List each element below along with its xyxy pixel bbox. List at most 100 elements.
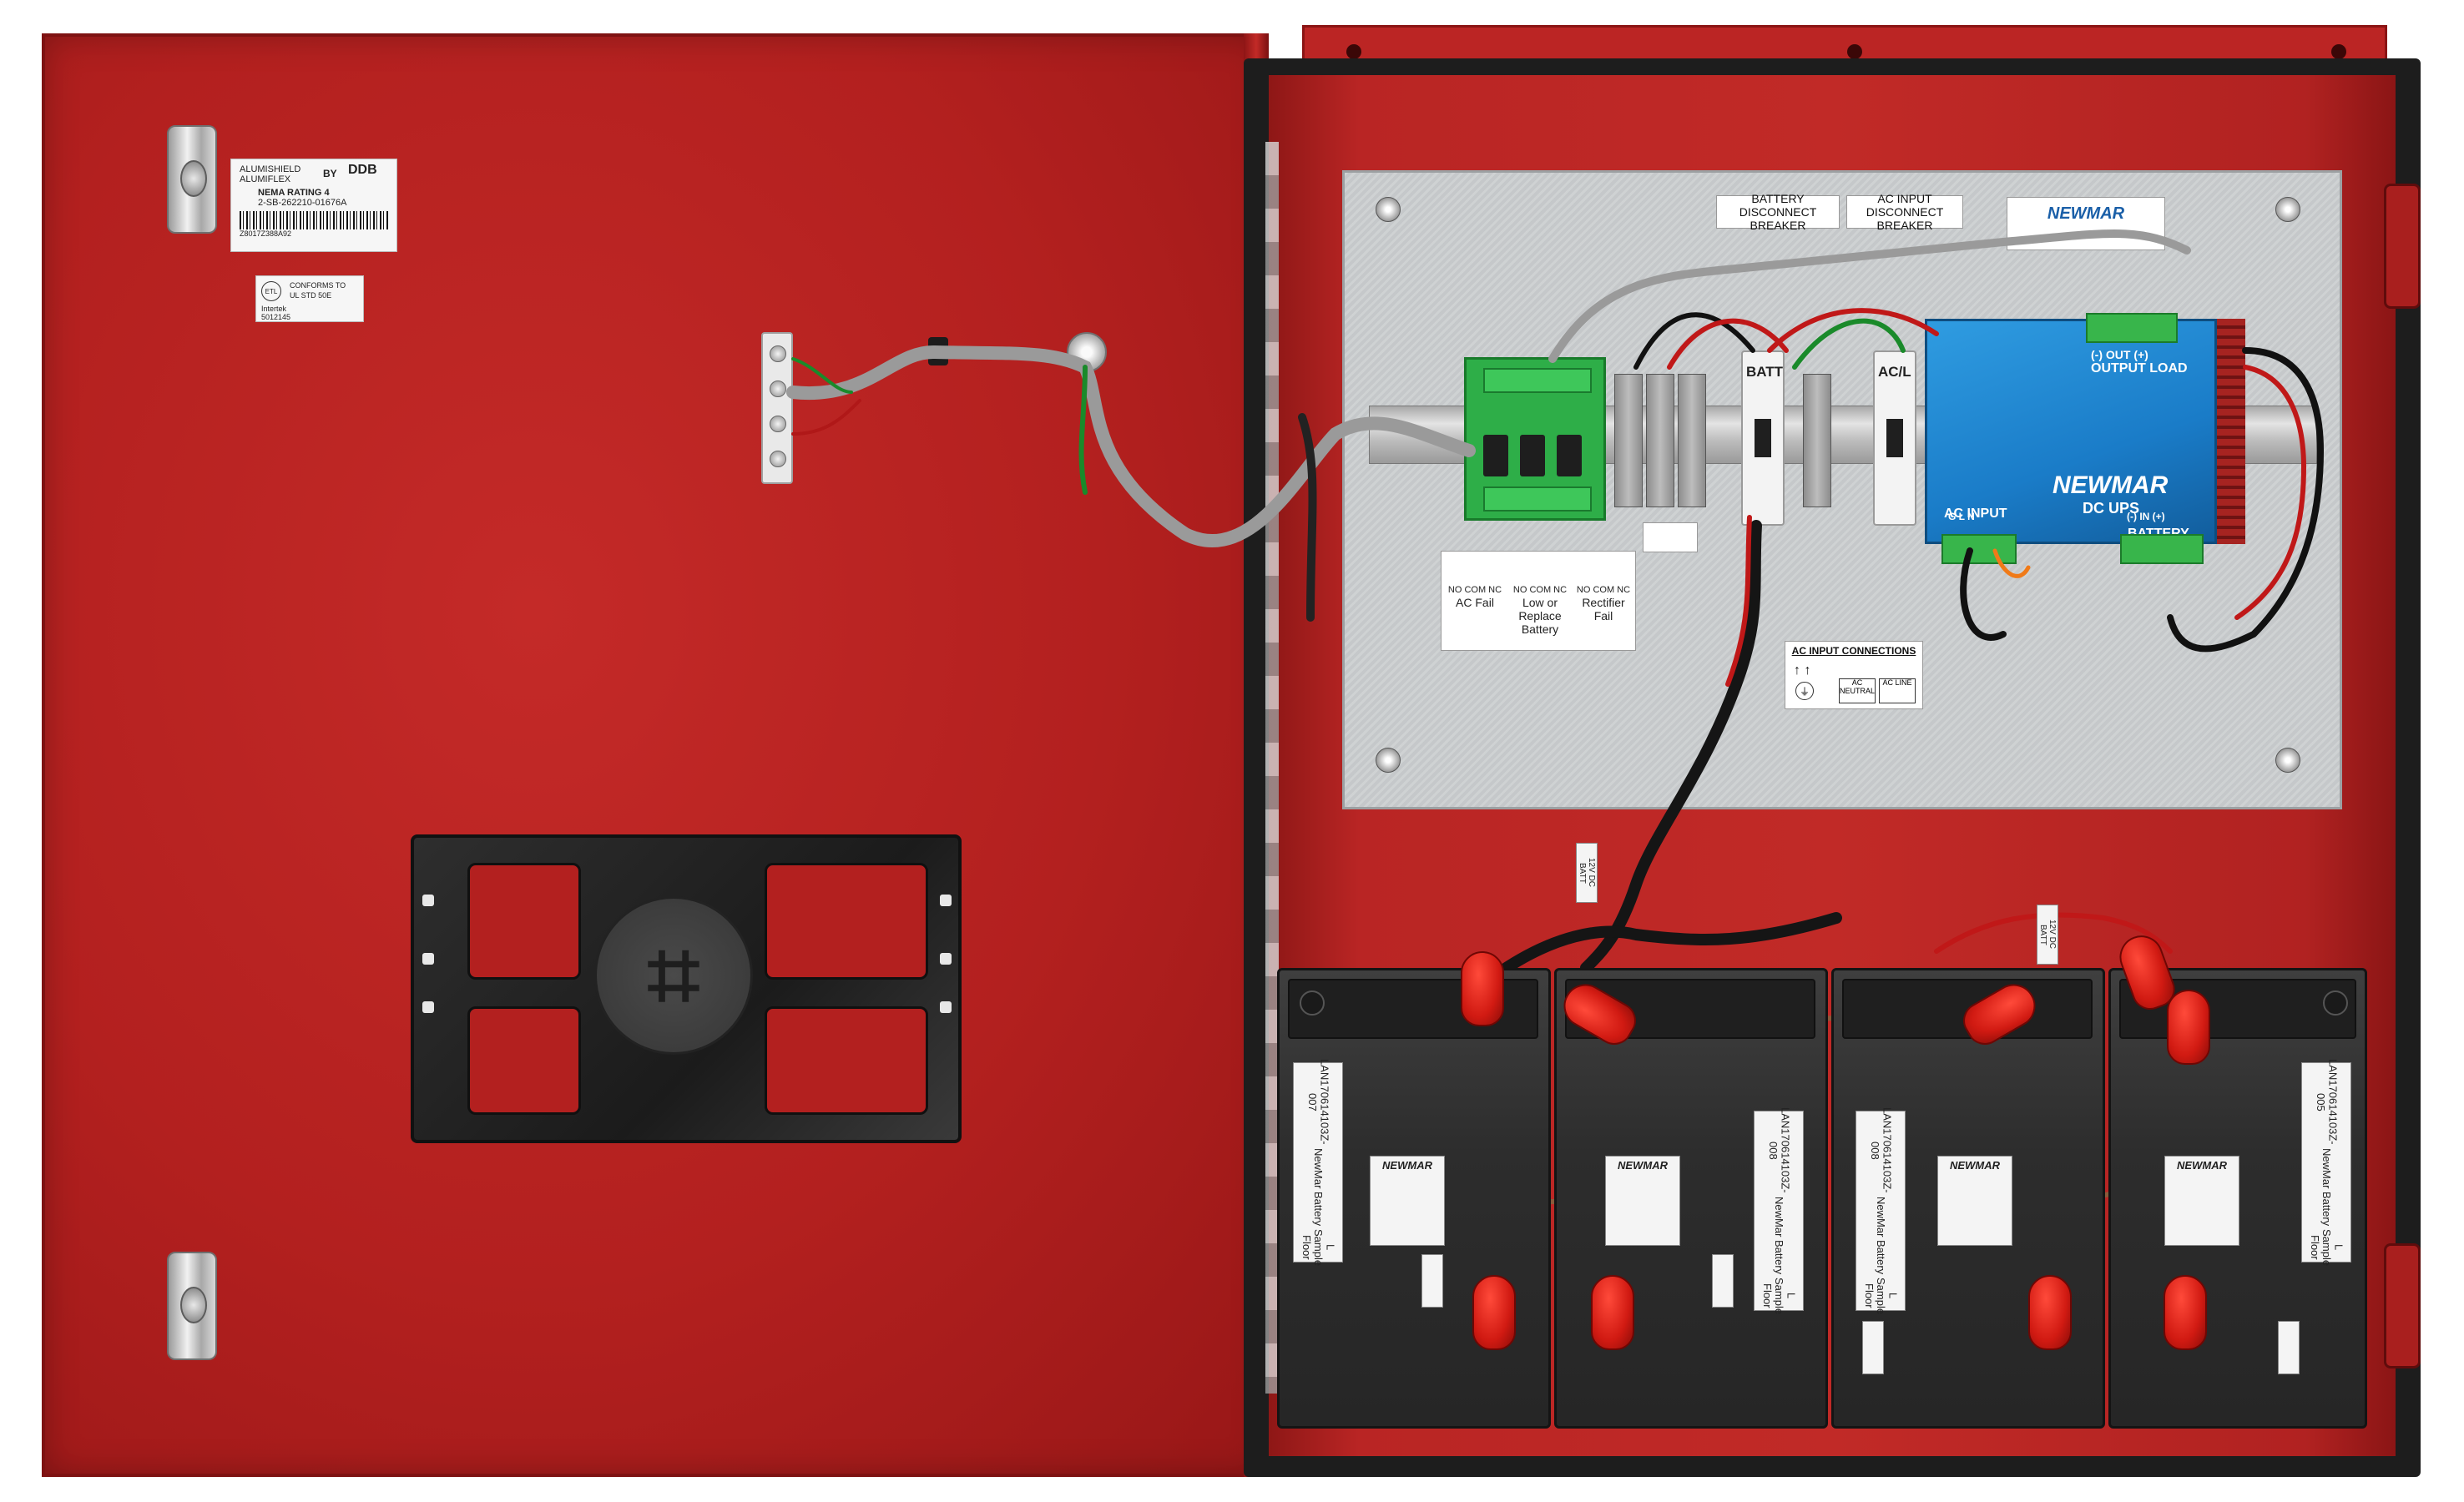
output-wire	[2167, 347, 2325, 653]
terminal-block	[1803, 374, 1831, 507]
terminal-screw-icon	[770, 381, 786, 397]
battery-asset-label: LAN170614103Z-008 NewMar Battery L Sampl…	[1754, 1107, 1804, 1314]
battery-brand-label: NEWMAR	[1605, 1156, 1680, 1246]
barcode-graphic	[240, 211, 388, 229]
battery-disconnect-label: BATTERY DISCONNECT BREAKER	[1716, 192, 1840, 232]
door-bottom-latch[interactable]	[167, 1252, 217, 1360]
dc-wire	[1633, 312, 1755, 370]
cable-tag: 12V DC BATT	[1576, 843, 1598, 903]
etl-mark-icon: ETL	[261, 281, 281, 301]
dc-wire	[1767, 308, 1939, 353]
ac-input-connector	[1941, 534, 2017, 564]
ac-input-label: AC INPUT	[1944, 507, 2007, 521]
bracket-opening	[467, 863, 581, 980]
ground-wire	[1792, 318, 1906, 370]
piano-hinge	[1265, 142, 1279, 1394]
battery-3: LAN170614103Z-008 NewMar Battery L Sampl…	[1831, 968, 2105, 1429]
enclosure-door[interactable]	[42, 33, 1269, 1477]
battery-2: LAN170614103Z-008 NewMar Battery L Sampl…	[1554, 968, 1828, 1429]
arrow-up-icon: ↑ ↑	[1794, 663, 1811, 678]
bracket-tab	[422, 953, 434, 965]
status-contacts: NO COM NC	[1447, 585, 1502, 595]
alarm-relay-board	[1464, 357, 1606, 521]
right-latch[interactable]	[2384, 1243, 2421, 1368]
battery-asset-id: LAN170614103Z-008	[1767, 1107, 1792, 1194]
breaker-lever-icon[interactable]	[1755, 419, 1771, 457]
battery-brand-label: NEWMAR	[1937, 1156, 2012, 1246]
relay-terminal-block	[1483, 368, 1592, 393]
bracket-opening	[467, 1006, 581, 1115]
battery-line2: Battery	[1875, 1239, 1888, 1274]
cable-tag: 12V DC BATT	[2037, 905, 2058, 965]
label-by: BY	[323, 168, 337, 179]
etl-line1: CONFORMS TO	[290, 281, 346, 290]
bracket-tab	[422, 1001, 434, 1013]
label-brand-line1: ALUMISHIELD	[240, 164, 301, 174]
ac-wire	[1960, 547, 2007, 641]
status-item: NO COM NC AC Fail	[1445, 585, 1505, 609]
mounting-hole	[1346, 44, 1361, 59]
stud-icon	[1376, 197, 1401, 222]
bracket-opening	[765, 863, 928, 980]
relay-icon	[1483, 435, 1508, 476]
wire-bundle	[1298, 413, 1317, 622]
terminal-block	[1646, 374, 1674, 507]
stud-icon	[2275, 748, 2300, 773]
relay-terminal-block	[1483, 486, 1592, 512]
battery-cable	[1580, 520, 1762, 974]
etl-line4: 5012145	[261, 313, 291, 321]
battery-line1: NewMar	[1875, 1196, 1888, 1237]
ac-input-disconnect-label: AC INPUT DISCONNECT BREAKER	[1846, 192, 1963, 232]
battery-line1: NewMar	[1773, 1196, 1786, 1237]
output-terminals-label: (-) OUT (+)	[2091, 348, 2148, 361]
ac-line-terminal: AC LINE	[1879, 678, 1916, 703]
battery-date-sticker	[1862, 1321, 1884, 1374]
mounting-hole	[2331, 44, 2346, 59]
ups-brand: NEWMAR	[2052, 471, 2169, 499]
battery-terminal-boot-icon	[2164, 1275, 2207, 1350]
battery-asset-id: LAN170614103Z-007	[1306, 1059, 1331, 1146]
ac-input-connections-card: AC INPUT CONNECTIONS ↑ ↑ AC NEUTRAL AC L…	[1785, 641, 1923, 709]
breaker-lever-icon[interactable]	[1886, 419, 1903, 457]
terminal-block	[1678, 374, 1706, 507]
battery-cable-red	[1934, 912, 2173, 954]
ac-input-breaker[interactable]: AC/L	[1873, 350, 1916, 526]
battery-asset-label: LAN170614103Z-008 NewMar Battery L Sampl…	[1856, 1107, 1906, 1314]
relay-icon	[1520, 435, 1545, 476]
battery-breaker[interactable]: BATT	[1741, 350, 1785, 526]
battery-asset-id: LAN170614103Z-008	[1869, 1107, 1894, 1194]
ac-neutral-terminal: AC NEUTRAL	[1839, 678, 1876, 703]
dc-wire	[1667, 318, 1789, 370]
label-serial: Z8017Z388A92	[240, 229, 292, 238]
status-name: Low or Replace Battery	[1518, 595, 1562, 636]
signal-wire	[791, 399, 861, 436]
ac-wire	[1992, 548, 2031, 578]
ups-heatsink	[2217, 319, 2245, 544]
battery-asset-id: LAN170614103Z-005	[2315, 1059, 2340, 1146]
battery-asset-label: LAN170614103Z-007 NewMar Battery L Sampl…	[1293, 1059, 1343, 1266]
mounting-hole	[1847, 44, 1862, 59]
terminal-block	[1614, 374, 1643, 507]
status-contacts: NO COM NC	[1512, 585, 1568, 595]
battery-line3: L Sample Floor	[2308, 1228, 2345, 1266]
nema-rating-label: ALUMISHIELD ALUMIFLEX BY DDB NEMA RATING…	[230, 159, 397, 252]
status-item: NO COM NC Low or Replace Battery	[1508, 585, 1572, 636]
ac-breaker-label: AC/L	[1878, 364, 1911, 380]
battery-date-sticker	[1712, 1254, 1734, 1308]
door-top-latch[interactable]	[167, 125, 217, 234]
right-latch[interactable]	[2384, 184, 2421, 309]
output-load-connector	[2086, 313, 2178, 343]
stud-icon	[1376, 748, 1401, 773]
relay-icon	[1557, 435, 1582, 476]
battery-line1: NewMar	[2320, 1147, 2334, 1189]
logo-glyph-icon: ⌗	[648, 923, 699, 1026]
bracket-opening	[765, 1006, 928, 1115]
etl-line2: UL STD 50E	[290, 291, 332, 300]
bracket-tab	[940, 895, 952, 906]
battery-date-sticker	[2278, 1321, 2300, 1374]
battery-breaker-label: BATT	[1746, 364, 1784, 380]
panel-harness	[1548, 229, 2191, 363]
battery-cable	[1488, 912, 1842, 982]
newmar-dc-ups: (-) OUT (+) OUTPUT LOAD NEWMAR DC UPS AC…	[1925, 313, 2217, 544]
status-name: Rectifier Fail	[1582, 595, 1625, 622]
